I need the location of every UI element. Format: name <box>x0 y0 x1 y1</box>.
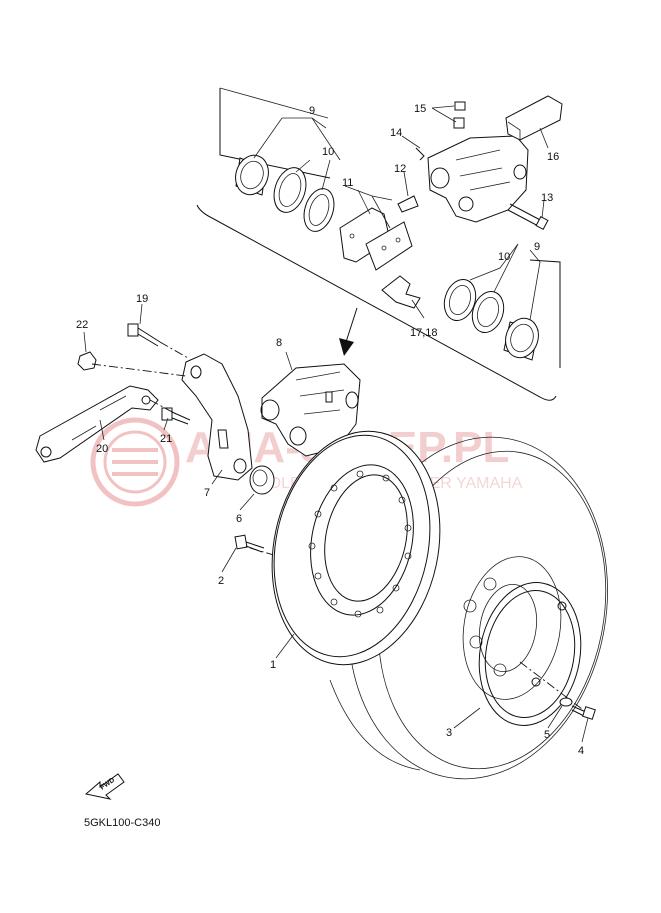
piston-upper <box>235 154 269 196</box>
callout-12: 12 <box>394 163 406 175</box>
diagram-code: 5GKL100-C340 <box>84 817 160 829</box>
callout-6: 6 <box>236 513 242 525</box>
leader-lines <box>83 105 589 743</box>
callout-11: 11 <box>342 177 353 189</box>
callout-1: 1 <box>270 659 276 671</box>
callout-19: 19 <box>136 293 148 305</box>
callout-22: 22 <box>76 319 88 331</box>
nut-22 <box>77 351 97 371</box>
callout-9-lower: 9 <box>534 241 540 253</box>
collar <box>249 465 275 495</box>
brake-pads <box>339 207 413 271</box>
callouts: 9 10 11 12 14 15 16 13 9 10 17,18 8 19 2… <box>76 103 584 757</box>
pad-spring <box>381 275 421 309</box>
seal-upper <box>273 167 335 232</box>
callout-14: 14 <box>390 127 402 139</box>
bolt-21 <box>161 407 191 425</box>
callout-5: 5 <box>544 729 550 741</box>
callout-2: 2 <box>218 575 224 587</box>
brake-disc <box>271 430 441 666</box>
caliper-upper <box>427 135 529 223</box>
callout-3: 3 <box>446 727 452 739</box>
callout-13: 13 <box>541 192 553 204</box>
callout-20: 20 <box>96 443 108 455</box>
hub-ring <box>478 582 582 726</box>
caliper-cover <box>505 95 563 141</box>
fwd-arrow-icon: FWD <box>84 773 125 800</box>
watermark-logo-icon <box>90 417 180 507</box>
caliper-bracket <box>181 353 253 481</box>
washer-5 <box>559 697 573 707</box>
bolt-19 <box>127 323 161 347</box>
pad-pin <box>415 147 425 161</box>
piston-lower <box>503 317 539 361</box>
callout-15: 15 <box>414 103 426 115</box>
callout-4: 4 <box>578 745 584 757</box>
callout-7: 7 <box>204 487 210 499</box>
callout-16: 16 <box>547 151 559 163</box>
disc-holes <box>308 470 412 618</box>
caliper-bolt <box>507 203 549 230</box>
assembly-arrow <box>339 307 358 356</box>
bolt-2 <box>234 534 265 553</box>
torque-rod <box>35 385 159 463</box>
callout-9-upper: 9 <box>309 105 315 117</box>
bolt-4 <box>571 705 596 720</box>
callout-10-lower: 10 <box>498 251 510 263</box>
seal-lower <box>443 278 505 334</box>
callout-17-18: 17,18 <box>410 327 438 339</box>
bleed-screw <box>453 101 466 129</box>
callout-8: 8 <box>276 337 282 349</box>
callout-10-upper: 10 <box>322 146 334 158</box>
callout-21: 21 <box>160 433 172 445</box>
pad-clip <box>397 195 419 213</box>
